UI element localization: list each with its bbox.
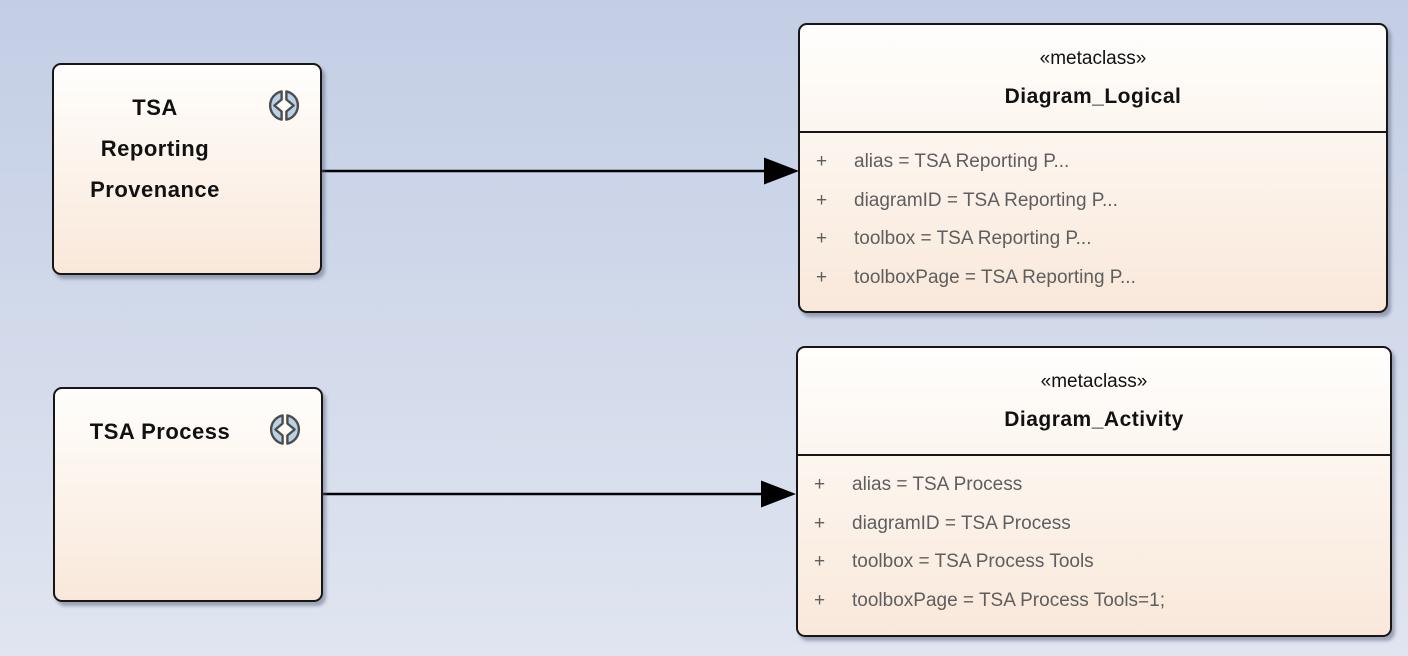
attribute-visibility: + <box>816 228 828 249</box>
element-name-line: Reporting <box>100 136 210 161</box>
metaclass-stereotype-label: «metaclass» <box>1039 48 1147 69</box>
attribute-row[interactable]: + toolbox = TSA Reporting P... <box>816 220 1376 259</box>
attribute-visibility: + <box>814 474 826 495</box>
attribute-visibility: + <box>814 512 826 534</box>
metaclass-name: Diagram_Logical <box>1004 85 1182 108</box>
metaclass-element-diagram-activity[interactable]: «metaclass» Diagram_Activity + alias = T… <box>796 346 1392 637</box>
attribute-row[interactable]: + toolboxPage = TSA Reporting P... <box>816 259 1376 298</box>
attribute-text: toolboxPage = TSA Process Tools=1; <box>852 589 1165 611</box>
element-name-line: TSA Process <box>89 419 231 444</box>
attribute-visibility: + <box>816 189 828 211</box>
stereotype-element-tsa-process[interactable]: TSA Process <box>53 387 323 602</box>
attribute-text: alias = TSA Process <box>852 474 1023 495</box>
attribute-text: diagramID = TSA Reporting P... <box>854 189 1118 211</box>
attribute-text: toolbox = TSA Process Tools <box>852 551 1094 572</box>
element-name-line: TSA <box>132 95 178 120</box>
extension-connector-2[interactable] <box>323 480 796 508</box>
attribute-row[interactable]: + diagramID = TSA Process <box>814 505 1380 544</box>
attribute-text: alias = TSA Reporting P... <box>854 151 1070 172</box>
attributes-compartment: + alias = TSA Process + diagramID = TSA … <box>798 456 1390 620</box>
attribute-visibility: + <box>814 589 826 611</box>
attribute-visibility: + <box>816 266 828 288</box>
metaclass-element-diagram-logical[interactable]: «metaclass» Diagram_Logical + alias = TS… <box>798 23 1388 313</box>
attribute-visibility: + <box>814 551 826 572</box>
metaclass-name: Diagram_Activity <box>1004 408 1184 431</box>
attribute-row[interactable]: + alias = TSA Reporting P... <box>816 143 1376 182</box>
attribute-row[interactable]: + toolboxPage = TSA Process Tools=1; <box>814 582 1380 621</box>
extension-connector-1[interactable] <box>322 157 799 185</box>
stereotype-profile-icon <box>267 413 303 446</box>
attribute-row[interactable]: + toolbox = TSA Process Tools <box>814 543 1380 582</box>
stereotype-element-tsa-reporting-provenance[interactable]: TSA Reporting Provenance <box>52 63 322 275</box>
arrowhead-icon <box>764 157 799 185</box>
element-name: TSA Process <box>55 389 265 452</box>
stereotype-profile-icon <box>266 89 302 122</box>
metaclass-header: «metaclass» Diagram_Logical <box>800 25 1386 133</box>
attribute-row[interactable]: + alias = TSA Process <box>814 466 1380 505</box>
attribute-text: toolboxPage = TSA Reporting P... <box>854 266 1136 288</box>
metaclass-stereotype-label: «metaclass» <box>1040 371 1148 392</box>
arrowhead-icon <box>761 480 796 508</box>
element-name: TSA Reporting Provenance <box>54 65 256 210</box>
attribute-visibility: + <box>816 151 828 172</box>
attribute-row[interactable]: + diagramID = TSA Reporting P... <box>816 182 1376 221</box>
metaclass-header: «metaclass» Diagram_Activity <box>798 348 1390 456</box>
attribute-text: toolbox = TSA Reporting P... <box>854 228 1092 249</box>
attribute-text: diagramID = TSA Process <box>852 512 1071 534</box>
element-name-line: Provenance <box>90 177 220 202</box>
attributes-compartment: + alias = TSA Reporting P... + diagramID… <box>800 133 1386 297</box>
